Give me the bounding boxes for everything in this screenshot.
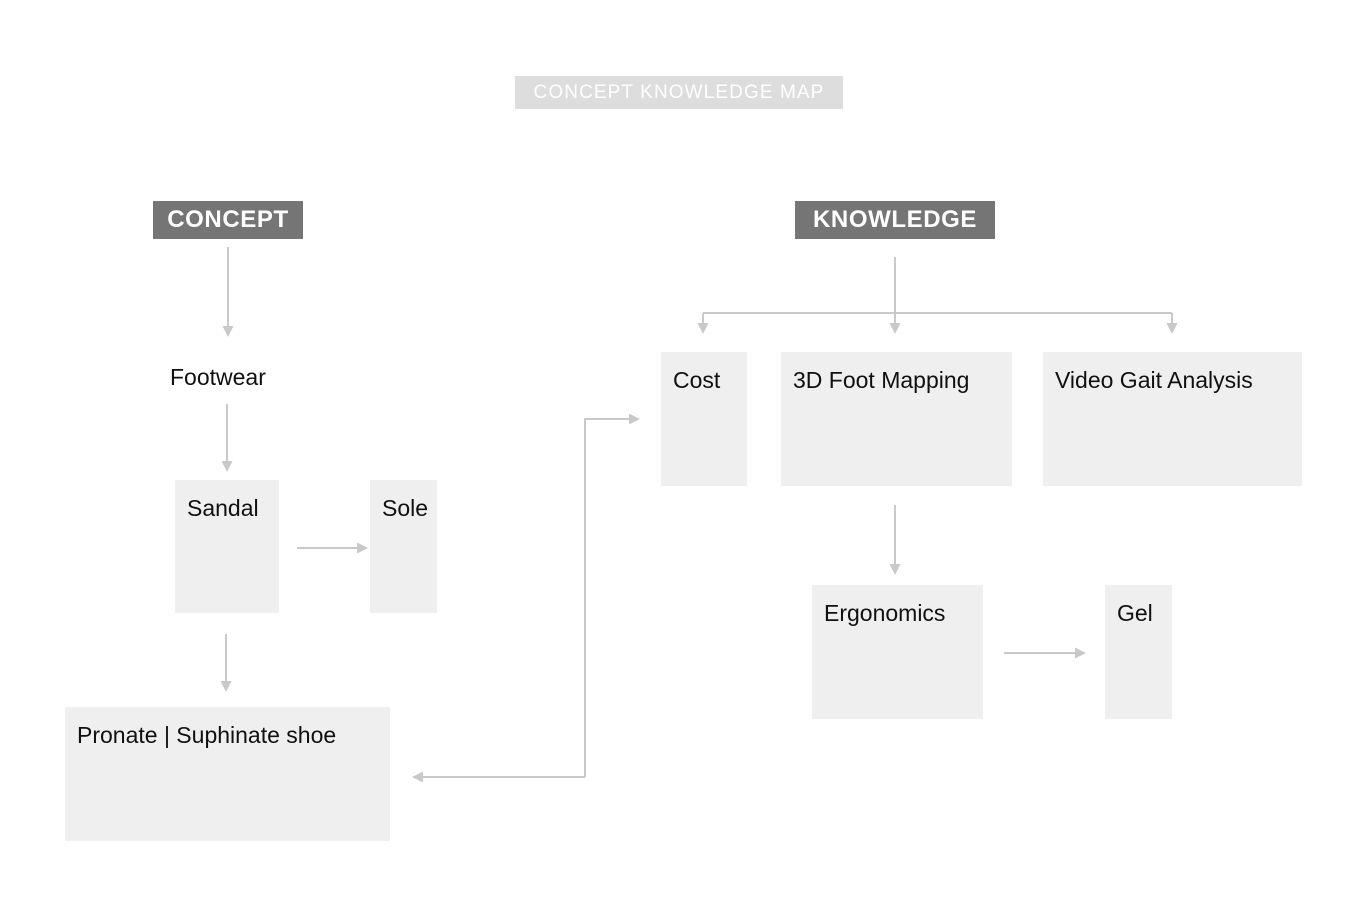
node-sandal-label: Sandal [187, 495, 259, 521]
node-sole-label: Sole [382, 495, 429, 521]
node-pronate-label: Pronate | Suphinate shoe [77, 722, 337, 748]
edge-sandal-to-pronate [220, 634, 232, 692]
node-gel[interactable]: Gel [1105, 585, 1172, 719]
edge-knowledge-branch [697, 257, 1178, 334]
page-title: CONCEPT KNOWLEDGE MAP [515, 76, 843, 109]
node-3d-foot-mapping[interactable]: 3D Foot Mapping [781, 352, 1012, 486]
node-video-gait-analysis[interactable]: Video Gait Analysis [1043, 352, 1302, 486]
node-cost[interactable]: Cost [661, 352, 747, 486]
edge-concept-to-footwear [222, 247, 234, 337]
edge-sandal-to-sole [297, 542, 368, 554]
column-header-knowledge[interactable]: KNOWLEDGE [795, 201, 995, 239]
node-video-label: Video Gait Analysis [1055, 367, 1253, 393]
edge-footwear-to-sandal [221, 404, 233, 472]
node-ergonomics[interactable]: Ergonomics [812, 585, 983, 719]
edge-mapping-to-ergonomics [889, 505, 901, 575]
node-cost-label: Cost [673, 367, 721, 393]
node-mapping-label: 3D Foot Mapping [793, 367, 970, 393]
edge-ergonomics-to-gel [1004, 647, 1086, 659]
node-sandal[interactable]: Sandal [175, 480, 279, 613]
node-sole[interactable]: Sole [370, 480, 437, 613]
node-footwear-label: Footwear [170, 364, 266, 390]
column-header-concept[interactable]: CONCEPT [153, 201, 303, 239]
edge-loop-to-pronate [412, 771, 585, 783]
edge-loop-to-cost [584, 413, 640, 777]
node-ergonomics-label: Ergonomics [824, 600, 946, 626]
node-footwear[interactable]: Footwear [170, 362, 300, 396]
node-gel-label: Gel [1117, 600, 1153, 626]
node-pronate-suphinate-shoe[interactable]: Pronate | Suphinate shoe [65, 707, 390, 841]
